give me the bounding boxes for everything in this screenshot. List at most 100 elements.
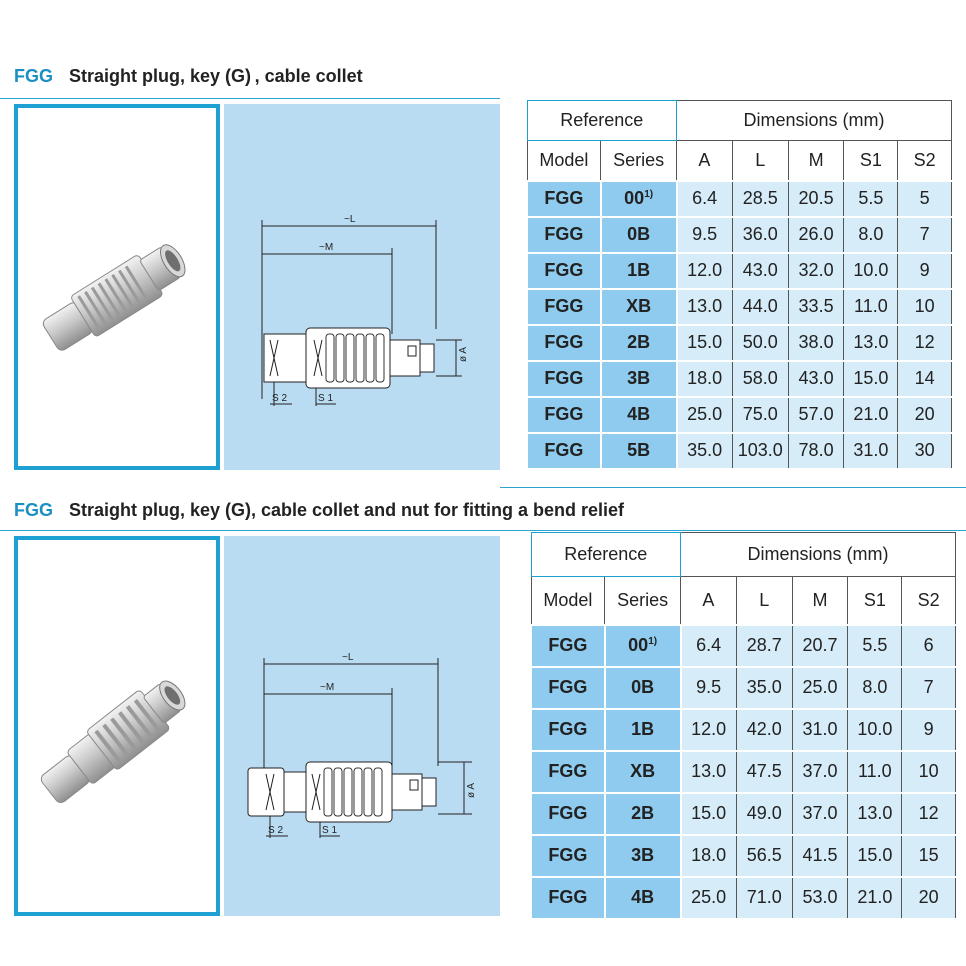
label-M: ~M bbox=[319, 242, 333, 253]
product-title: Straight plug, key (G) , cable collet bbox=[69, 66, 363, 86]
series-cell: 1B bbox=[603, 707, 682, 752]
dimension-m-cell: 33.5 bbox=[787, 287, 845, 326]
dimension-l-cell: 56.5 bbox=[735, 833, 793, 878]
technical-drawing: ~L ~M ø A S 2 S 1 bbox=[224, 536, 500, 916]
dimension-s1-cell: 15.0 bbox=[843, 359, 899, 398]
dimension-l-cell: 44.0 bbox=[731, 287, 789, 326]
product-title: Straight plug, key (G), cable collet and… bbox=[69, 500, 625, 520]
column-header: M bbox=[791, 576, 849, 625]
model-cell: FGG bbox=[530, 791, 606, 836]
dimension-m-cell: 38.0 bbox=[787, 323, 845, 362]
dimension-s1-cell: 13.0 bbox=[843, 323, 899, 362]
dimension-s2-cell: 12 bbox=[901, 791, 956, 836]
series-cell: 4B bbox=[603, 875, 682, 920]
model-cell: FGG bbox=[530, 665, 606, 710]
series-value: 3B bbox=[631, 845, 655, 865]
dimension-a-cell: 18.0 bbox=[680, 833, 737, 878]
series-cell: 001) bbox=[603, 623, 682, 668]
connector-photo-icon bbox=[40, 680, 186, 804]
dimension-l-cell: 49.0 bbox=[735, 791, 793, 836]
dimension-m-cell: 41.5 bbox=[791, 833, 849, 878]
dimension-l-cell: 43.0 bbox=[731, 251, 789, 290]
series-cell: XB bbox=[603, 749, 682, 794]
dimensions-header: Dimensions (mm) bbox=[676, 100, 952, 141]
dimension-l-cell: 28.5 bbox=[731, 179, 789, 218]
series-value: XB bbox=[630, 761, 656, 781]
dimension-a-cell: 13.0 bbox=[676, 287, 733, 326]
series-cell: XB bbox=[599, 287, 678, 326]
dimension-s1-cell: 10.0 bbox=[847, 707, 903, 752]
series-value: 0B bbox=[631, 677, 655, 697]
dimensions-header: Dimensions (mm) bbox=[680, 532, 956, 577]
model-cell: FGG bbox=[530, 749, 606, 794]
product-code: FGG bbox=[14, 66, 53, 86]
dimension-l-cell: 75.0 bbox=[731, 395, 789, 434]
label-A: ø A bbox=[458, 347, 469, 362]
series-cell: 3B bbox=[603, 833, 682, 878]
reference-header: Reference bbox=[530, 532, 682, 577]
divider bbox=[0, 530, 966, 531]
dimension-s1-cell: 11.0 bbox=[847, 749, 903, 794]
model-cell: FGG bbox=[526, 431, 602, 470]
dimension-s2-cell: 14 bbox=[897, 359, 952, 398]
series-cell: 0B bbox=[603, 665, 682, 710]
dimension-m-cell: 25.0 bbox=[791, 665, 849, 710]
label-A: ø A bbox=[466, 783, 477, 798]
column-header: L bbox=[731, 140, 789, 181]
dimension-s1-cell: 8.0 bbox=[847, 665, 903, 710]
dimension-m-cell: 37.0 bbox=[791, 749, 849, 794]
series-value: 2B bbox=[631, 803, 655, 823]
dimension-m-cell: 26.0 bbox=[787, 215, 845, 254]
label-L: ~L bbox=[344, 214, 356, 225]
dimension-s2-cell: 9 bbox=[901, 707, 956, 752]
dimension-a-cell: 12.0 bbox=[676, 251, 733, 290]
dimension-l-cell: 50.0 bbox=[731, 323, 789, 362]
dimension-s1-cell: 5.5 bbox=[847, 623, 903, 668]
dimension-l-cell: 42.0 bbox=[735, 707, 793, 752]
column-header: S1 bbox=[843, 140, 899, 181]
series-cell: 4B bbox=[599, 395, 678, 434]
drawing-svg: ~L ~M ø A S 2 S 1 bbox=[247, 652, 477, 838]
label-S2: S 2 bbox=[268, 825, 283, 836]
column-header: A bbox=[676, 140, 733, 181]
dimension-s2-cell: 10 bbox=[901, 749, 956, 794]
dimension-s1-cell: 11.0 bbox=[843, 287, 899, 326]
dimension-s1-cell: 5.5 bbox=[843, 179, 899, 218]
dimension-l-cell: 47.5 bbox=[735, 749, 793, 794]
column-header: S2 bbox=[901, 576, 956, 625]
dimension-s2-cell: 6 bbox=[901, 623, 956, 668]
dimension-l-cell: 35.0 bbox=[735, 665, 793, 710]
series-value: 00 bbox=[624, 188, 645, 208]
series-cell: 3B bbox=[599, 359, 678, 398]
dimension-s2-cell: 12 bbox=[897, 323, 952, 362]
dimension-s2-cell: 7 bbox=[901, 665, 956, 710]
column-header: Model bbox=[530, 576, 606, 625]
footnote-marker: 1) bbox=[648, 636, 658, 647]
series-value: 2B bbox=[627, 332, 651, 352]
series-value: XB bbox=[626, 296, 652, 316]
dimension-s2-cell: 30 bbox=[897, 431, 952, 470]
dimension-s1-cell: 21.0 bbox=[843, 395, 899, 434]
dimension-m-cell: 20.5 bbox=[787, 179, 845, 218]
dimension-m-cell: 32.0 bbox=[787, 251, 845, 290]
reference-header: Reference bbox=[526, 100, 677, 141]
dimension-l-cell: 28.7 bbox=[735, 623, 793, 668]
dimension-s2-cell: 7 bbox=[897, 215, 952, 254]
dimension-m-cell: 20.7 bbox=[791, 623, 849, 668]
dimension-m-cell: 78.0 bbox=[787, 431, 845, 470]
label-S2: S 2 bbox=[272, 393, 287, 404]
dimension-m-cell: 53.0 bbox=[791, 875, 849, 920]
dimension-l-cell: 36.0 bbox=[731, 215, 789, 254]
series-cell: 2B bbox=[603, 791, 682, 836]
series-cell: 0B bbox=[599, 215, 678, 254]
column-header: Series bbox=[604, 576, 682, 625]
model-cell: FGG bbox=[530, 707, 606, 752]
column-header: S1 bbox=[847, 576, 903, 625]
series-value: 5B bbox=[627, 440, 651, 460]
